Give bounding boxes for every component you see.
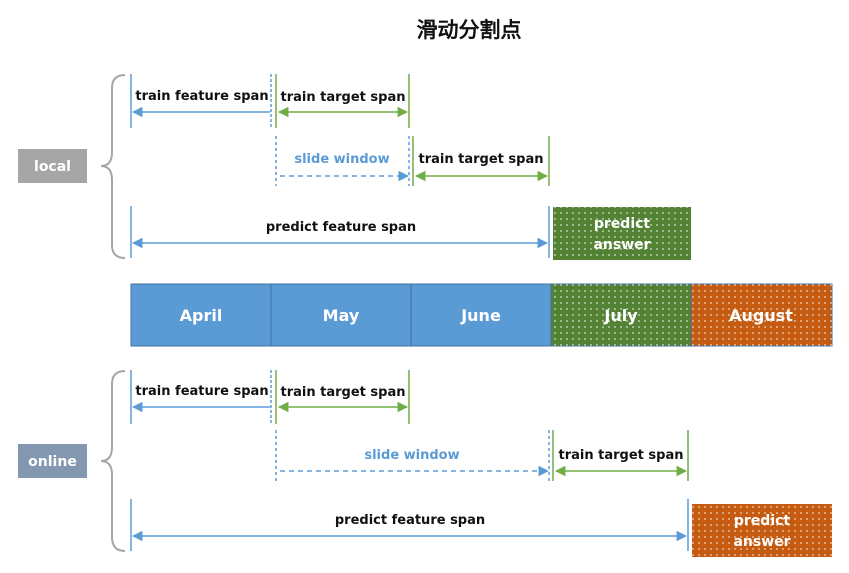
local-r1-feature-text: train feature span — [135, 89, 268, 104]
local-label: local — [34, 159, 71, 175]
month-bar: April May June July August — [130, 283, 833, 347]
month-june-label: June — [460, 306, 501, 325]
local-predict-answer-line1: predict — [594, 216, 651, 232]
month-april-cell — [130, 283, 272, 347]
diagram-title: 滑动分割点 — [417, 18, 522, 42]
month-august-dots — [691, 284, 832, 346]
online-predict-answer-line1: predict — [734, 513, 791, 529]
local-predict-answer-line2: answer — [593, 237, 650, 253]
online-r1-feature-text: train feature span — [135, 384, 268, 399]
local-r2-slide-text: slide window — [294, 152, 389, 167]
online-label-box — [18, 444, 87, 478]
online-predict-answer-line2: answer — [733, 534, 790, 550]
local-section: local train feature span train target sp… — [18, 74, 691, 260]
online-r3-predict-text: predict feature span — [335, 513, 485, 528]
online-r2-slide-text: slide window — [364, 448, 459, 463]
local-r2-target-text: train target span — [419, 152, 544, 167]
online-predict-answer-dots — [692, 504, 832, 557]
local-r3-predict-text: predict feature span — [266, 220, 416, 235]
online-brace — [100, 370, 126, 552]
online-r2-target-text: train target span — [559, 448, 684, 463]
month-july-label: July — [603, 306, 638, 325]
online-section: online train feature span train target s… — [18, 370, 832, 557]
local-label-box — [18, 149, 87, 183]
local-brace — [100, 74, 126, 259]
month-august-label: August — [729, 306, 793, 325]
month-june-cell — [410, 283, 552, 347]
local-r1-target-text: train target span — [281, 90, 406, 105]
local-predict-answer-dots — [553, 207, 691, 260]
month-july-dots — [551, 284, 691, 346]
month-may-label: May — [323, 306, 360, 325]
month-april-label: April — [180, 306, 223, 325]
online-label: online — [28, 454, 77, 470]
online-r1-target-text: train target span — [281, 385, 406, 400]
